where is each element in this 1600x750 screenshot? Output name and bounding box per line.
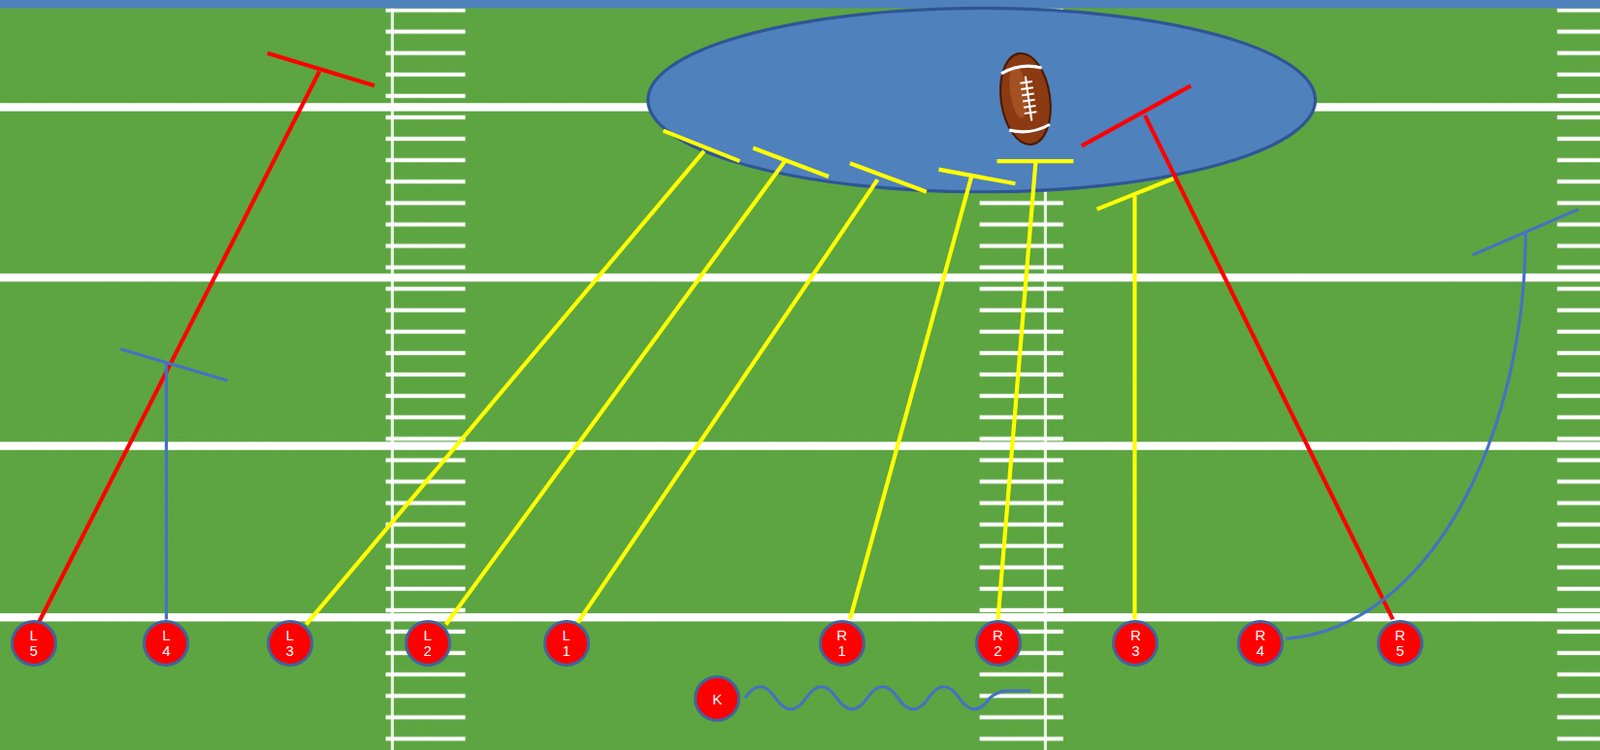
football: [994, 50, 1056, 149]
player-label: L 1: [559, 627, 574, 659]
blue-routes: [120, 209, 1579, 710]
player-circle: L 3: [266, 620, 314, 667]
player-label: L 2: [421, 627, 435, 659]
player-label: R 4: [1253, 627, 1268, 659]
red-routes: [38, 53, 1394, 623]
hash-marks: [386, 7, 1600, 750]
player-label: L 5: [27, 627, 41, 659]
yellow-routes: [305, 130, 1174, 625]
player-label: R 2: [991, 627, 1006, 659]
player-label: R 3: [1128, 627, 1143, 659]
player-label: R 5: [1393, 627, 1407, 659]
player-label: K: [710, 691, 724, 708]
player-label: L 3: [283, 627, 297, 659]
player-label: R 1: [835, 627, 849, 659]
player-circle: L 5: [10, 620, 58, 667]
player-circle: R 1: [818, 620, 866, 667]
player-circle: R 5: [1376, 620, 1424, 667]
player-circle: L 1: [543, 620, 590, 667]
player-circle: R 3: [1111, 620, 1159, 667]
player-circle: L 2: [404, 620, 452, 667]
landing-zone: [648, 7, 1316, 192]
player-circle: L 4: [142, 620, 190, 667]
player-label: L 4: [159, 627, 173, 659]
yard-lines: [0, 102, 1600, 621]
player-circle: R 2: [975, 620, 1022, 667]
top-bar: [0, 0, 1600, 8]
player-circle: R 4: [1237, 620, 1284, 667]
